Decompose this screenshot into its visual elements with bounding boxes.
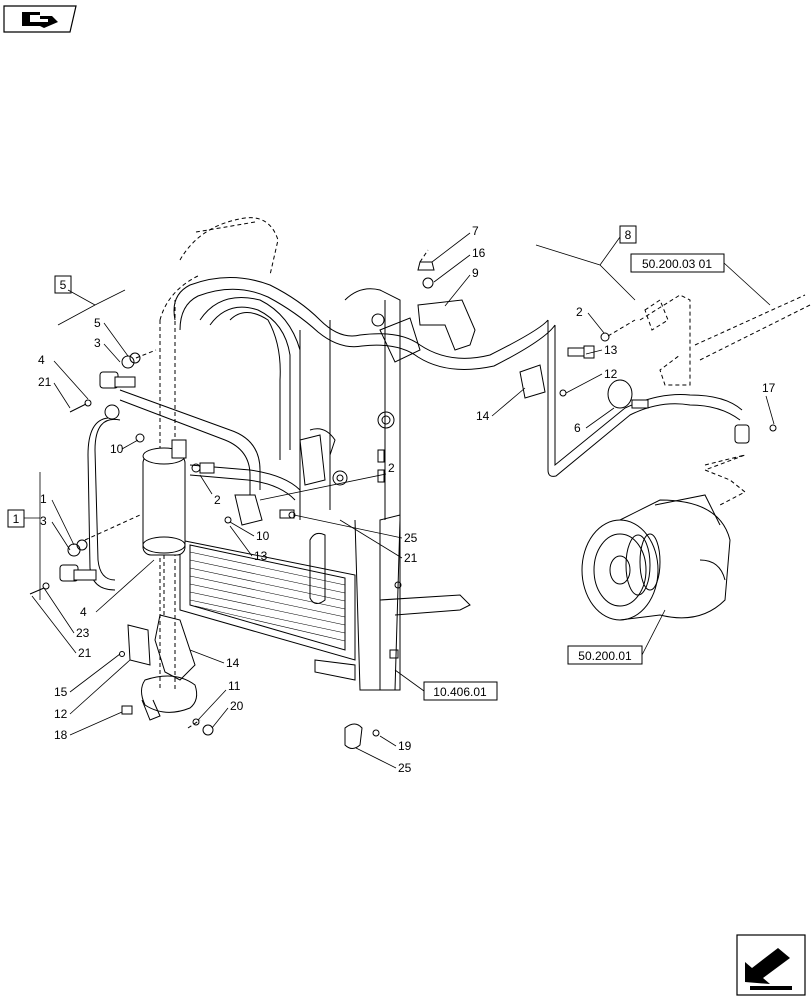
- svg-text:14: 14: [226, 656, 240, 670]
- svg-text:5: 5: [60, 278, 67, 292]
- receiver-drier: [142, 439, 187, 556]
- callout-7[interactable]: 7: [431, 224, 479, 263]
- callout-4-lower[interactable]: 3: [40, 514, 71, 551]
- callout-6[interactable]: 6: [574, 407, 615, 435]
- svg-text:6: 6: [574, 421, 581, 435]
- svg-text:13: 13: [254, 549, 268, 563]
- callout-14-upper[interactable]: 21: [38, 375, 71, 409]
- ac-hoses: [87, 277, 743, 591]
- svg-text:10: 10: [110, 442, 124, 456]
- svg-text:5: 5: [94, 316, 101, 330]
- callout-2-top-right[interactable]: 2: [576, 305, 605, 334]
- ref-pipe-outline: [639, 294, 811, 386]
- svg-text:1: 1: [40, 492, 47, 506]
- callout-25-lower[interactable]: 19: [379, 735, 412, 753]
- svg-text:15: 15: [54, 685, 68, 699]
- callout-4-upper[interactable]: 3: [94, 336, 121, 363]
- boxed-ref-5[interactable]: 5: [54, 275, 126, 326]
- book-nav-icon[interactable]: [3, 5, 77, 33]
- svg-text:13: 13: [604, 343, 618, 357]
- svg-text:2: 2: [214, 493, 221, 507]
- page-ref-10-406-01[interactable]: 10.406.01: [394, 669, 498, 701]
- callout-10-right[interactable]: 14: [476, 387, 526, 423]
- callout-11[interactable]: 12: [54, 659, 131, 721]
- svg-text:25: 25: [404, 531, 418, 545]
- callout-23[interactable]: 4: [80, 559, 155, 619]
- svg-text:3: 3: [94, 336, 101, 350]
- callout-19[interactable]: 18: [54, 711, 123, 742]
- svg-text:2: 2: [576, 305, 583, 319]
- upper-bracket: [379, 261, 476, 363]
- boxed-ref-1[interactable]: 1: [7, 472, 41, 600]
- svg-text:23: 23: [76, 626, 90, 640]
- callout-17[interactable]: 17: [762, 381, 776, 425]
- callout-2-left[interactable]: 10: [110, 439, 139, 456]
- svg-text:25: 25: [398, 761, 412, 775]
- assembly-lines: [84, 249, 636, 541]
- callout-9[interactable]: 9: [444, 266, 479, 307]
- page-ref-50-200-03-01[interactable]: 50.200.03 01: [630, 253, 771, 306]
- clip-and-bolt: [344, 723, 380, 749]
- svg-text:7: 7: [472, 224, 479, 238]
- callout-3-upper[interactable]: 5: [94, 316, 129, 357]
- svg-text:1: 1: [13, 512, 20, 526]
- svg-text:4: 4: [80, 605, 87, 619]
- callout-12-right[interactable]: 12: [565, 367, 618, 394]
- svg-text:4: 4: [38, 353, 45, 367]
- hose-brackets: [224, 428, 336, 604]
- compressor-dashed-link: [703, 454, 746, 506]
- hose-fittings: [29, 352, 215, 595]
- callout-13-center[interactable]: 10: [229, 521, 270, 543]
- svg-text:21: 21: [78, 646, 92, 660]
- svg-text:11: 11: [228, 679, 241, 693]
- callout-22[interactable]: 21: [339, 519, 418, 565]
- svg-text:14: 14: [476, 409, 490, 423]
- hose-clamp-bracket: [519, 364, 546, 399]
- svg-text:9: 9: [472, 266, 479, 280]
- pressure-switch-assembly: [559, 332, 777, 444]
- clamp-centerline: [187, 719, 201, 729]
- callout-25-center[interactable]: 13: [229, 525, 268, 563]
- callout-24[interactable]: 25: [355, 747, 412, 775]
- callout-13-top-right[interactable]: 13: [585, 343, 618, 357]
- svg-text:8: 8: [625, 228, 632, 242]
- svg-text:21: 21: [404, 551, 418, 565]
- callout-16[interactable]: 16: [433, 246, 486, 283]
- svg-text:50.200.01: 50.200.01: [578, 649, 632, 663]
- svg-text:17: 17: [762, 381, 776, 395]
- callout-20[interactable]: 11: [197, 679, 241, 721]
- callout-3-lower[interactable]: 1: [40, 492, 75, 546]
- callout-15[interactable]: 14: [189, 649, 240, 670]
- svg-text:19: 19: [398, 739, 412, 753]
- svg-text:50.200.03 01: 50.200.03 01: [642, 257, 712, 271]
- callout-12-lower[interactable]: 15: [54, 653, 121, 699]
- callout-14-lower[interactable]: 21: [31, 595, 92, 660]
- compressor: [581, 494, 731, 621]
- svg-text:10: 10: [256, 529, 270, 543]
- svg-text:12: 12: [604, 367, 618, 381]
- svg-text:18: 18: [54, 728, 68, 742]
- next-page-arrow-icon[interactable]: [736, 934, 806, 996]
- svg-text:21: 21: [38, 375, 52, 389]
- svg-text:2: 2: [388, 461, 395, 475]
- svg-text:3: 3: [40, 514, 47, 528]
- page-ref-50-200-01[interactable]: 50.200.01: [567, 609, 666, 665]
- svg-text:10.406.01: 10.406.01: [433, 685, 487, 699]
- callout-10-center[interactable]: 2: [259, 461, 395, 501]
- svg-text:16: 16: [472, 246, 486, 260]
- svg-text:12: 12: [54, 707, 68, 721]
- callout-2-center[interactable]: 2: [199, 474, 221, 507]
- callout-21-center[interactable]: 25: [293, 514, 418, 545]
- callout-21-upper[interactable]: 4: [38, 353, 89, 400]
- boxed-ref-8[interactable]: 8: [535, 225, 637, 301]
- callout-21-lower[interactable]: 23: [43, 587, 90, 640]
- drier-clamp-bracket: [119, 614, 214, 736]
- svg-text:20: 20: [230, 699, 244, 713]
- callout-18[interactable]: 20: [211, 699, 244, 729]
- radiator-frame: [159, 217, 471, 691]
